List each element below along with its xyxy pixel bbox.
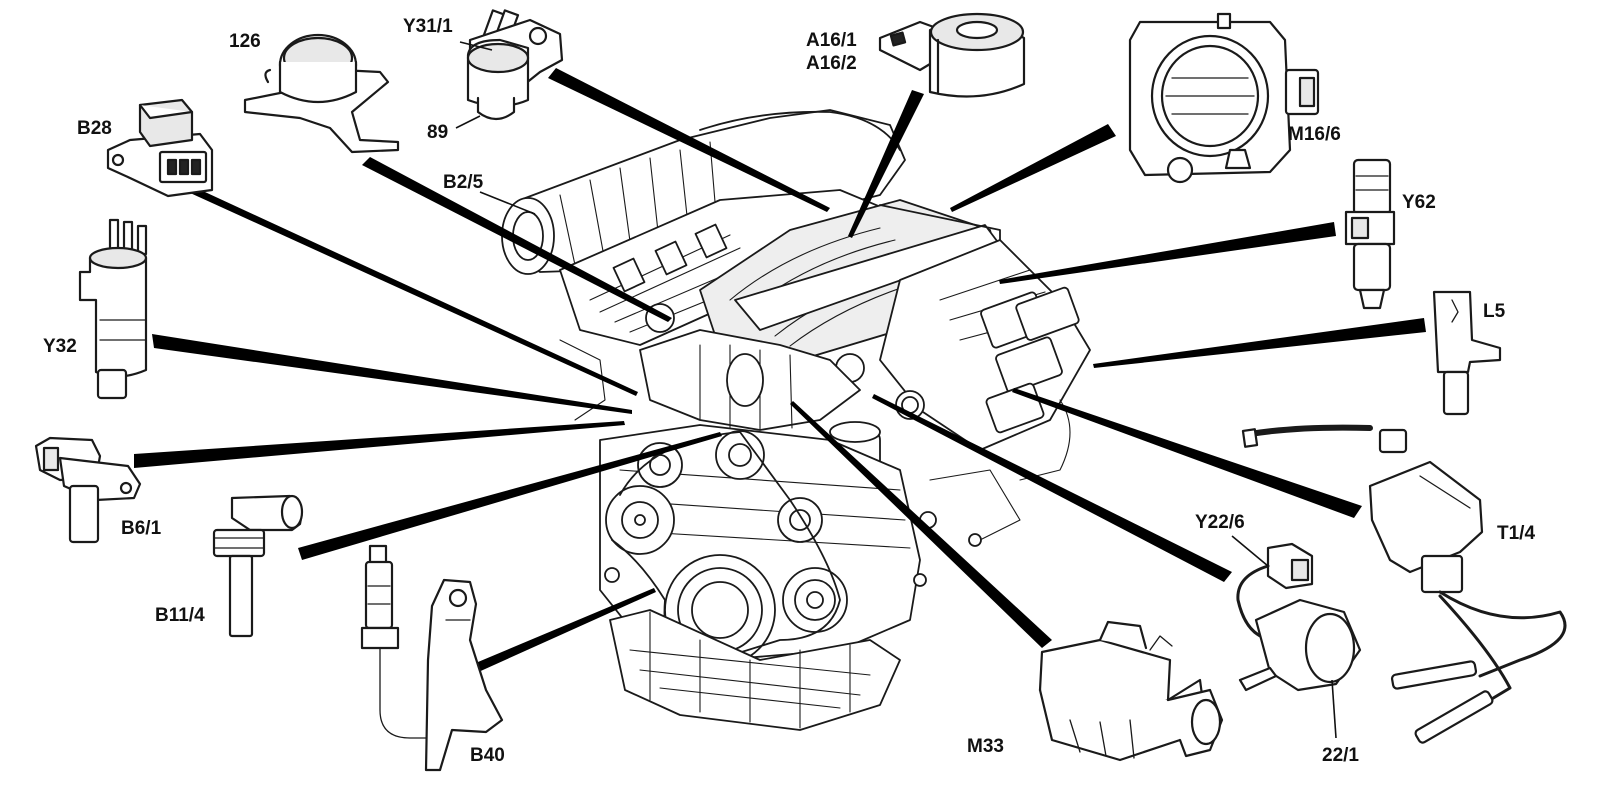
component-a16: [878, 12, 1026, 98]
leader-y62: [999, 222, 1336, 284]
leader-m16-6: [950, 124, 1116, 212]
label-b11-4: B11/4: [155, 605, 205, 626]
component-b40: [360, 544, 504, 772]
leader-t1-4: [1012, 388, 1362, 518]
label-l5: L5: [1483, 301, 1506, 322]
component-b28: [106, 98, 214, 198]
label-t1-4: T1/4: [1497, 523, 1536, 544]
leader-y32: [152, 334, 632, 414]
engine-assembly: [501, 109, 1091, 731]
label-y22-6: Y22/6: [1195, 512, 1245, 533]
label-y31-1: Y31/1: [403, 16, 453, 37]
component-y31-1: [466, 9, 564, 121]
component-y22-6: [1236, 542, 1362, 692]
leader-lines: [134, 68, 1426, 674]
label-126: 126: [229, 31, 261, 52]
component-y62: [1344, 158, 1396, 310]
label-y62: Y62: [1402, 192, 1436, 213]
pointer-22-1: [1331, 679, 1337, 739]
component-y32: [78, 218, 148, 400]
leader-b28: [188, 186, 638, 396]
leader-l5: [1093, 318, 1426, 368]
pointer-89: [455, 115, 481, 129]
component-m16-6: [1128, 12, 1320, 184]
label-b6-1: B6/1: [121, 518, 162, 539]
component-m33: [1038, 620, 1224, 762]
leader-m33: [790, 401, 1052, 648]
leader-y22-6: [872, 394, 1232, 582]
leader-b40: [474, 588, 656, 674]
label-b2-5: B2/5: [443, 172, 484, 193]
pointer-y31-1: [459, 41, 493, 51]
label-22-1: 22/1: [1322, 745, 1359, 766]
leader-b11-4: [298, 432, 722, 560]
pointer-b2-5: [479, 191, 536, 215]
label-y32: Y32: [43, 336, 77, 357]
component-b11-4: [212, 494, 304, 638]
label-a16-2: A16/2: [806, 53, 857, 74]
leader-126: [362, 157, 672, 322]
component-b6-1: [34, 436, 142, 544]
label-b40: B40: [470, 745, 505, 766]
leader-y31-1: [548, 68, 830, 212]
label-b28: B28: [77, 118, 112, 139]
label-m33: M33: [967, 736, 1004, 757]
leader-a16: [848, 90, 924, 238]
label-m16-6: M16/6: [1288, 124, 1341, 145]
component-126: [243, 33, 400, 154]
component-t1-4: [1241, 424, 1567, 744]
pointer-y22-6: [1231, 535, 1269, 567]
leader-b6-1: [134, 421, 625, 468]
component-l5: [1432, 290, 1502, 416]
label-a16-1: A16/1: [806, 30, 857, 51]
label-89: 89: [427, 122, 449, 143]
